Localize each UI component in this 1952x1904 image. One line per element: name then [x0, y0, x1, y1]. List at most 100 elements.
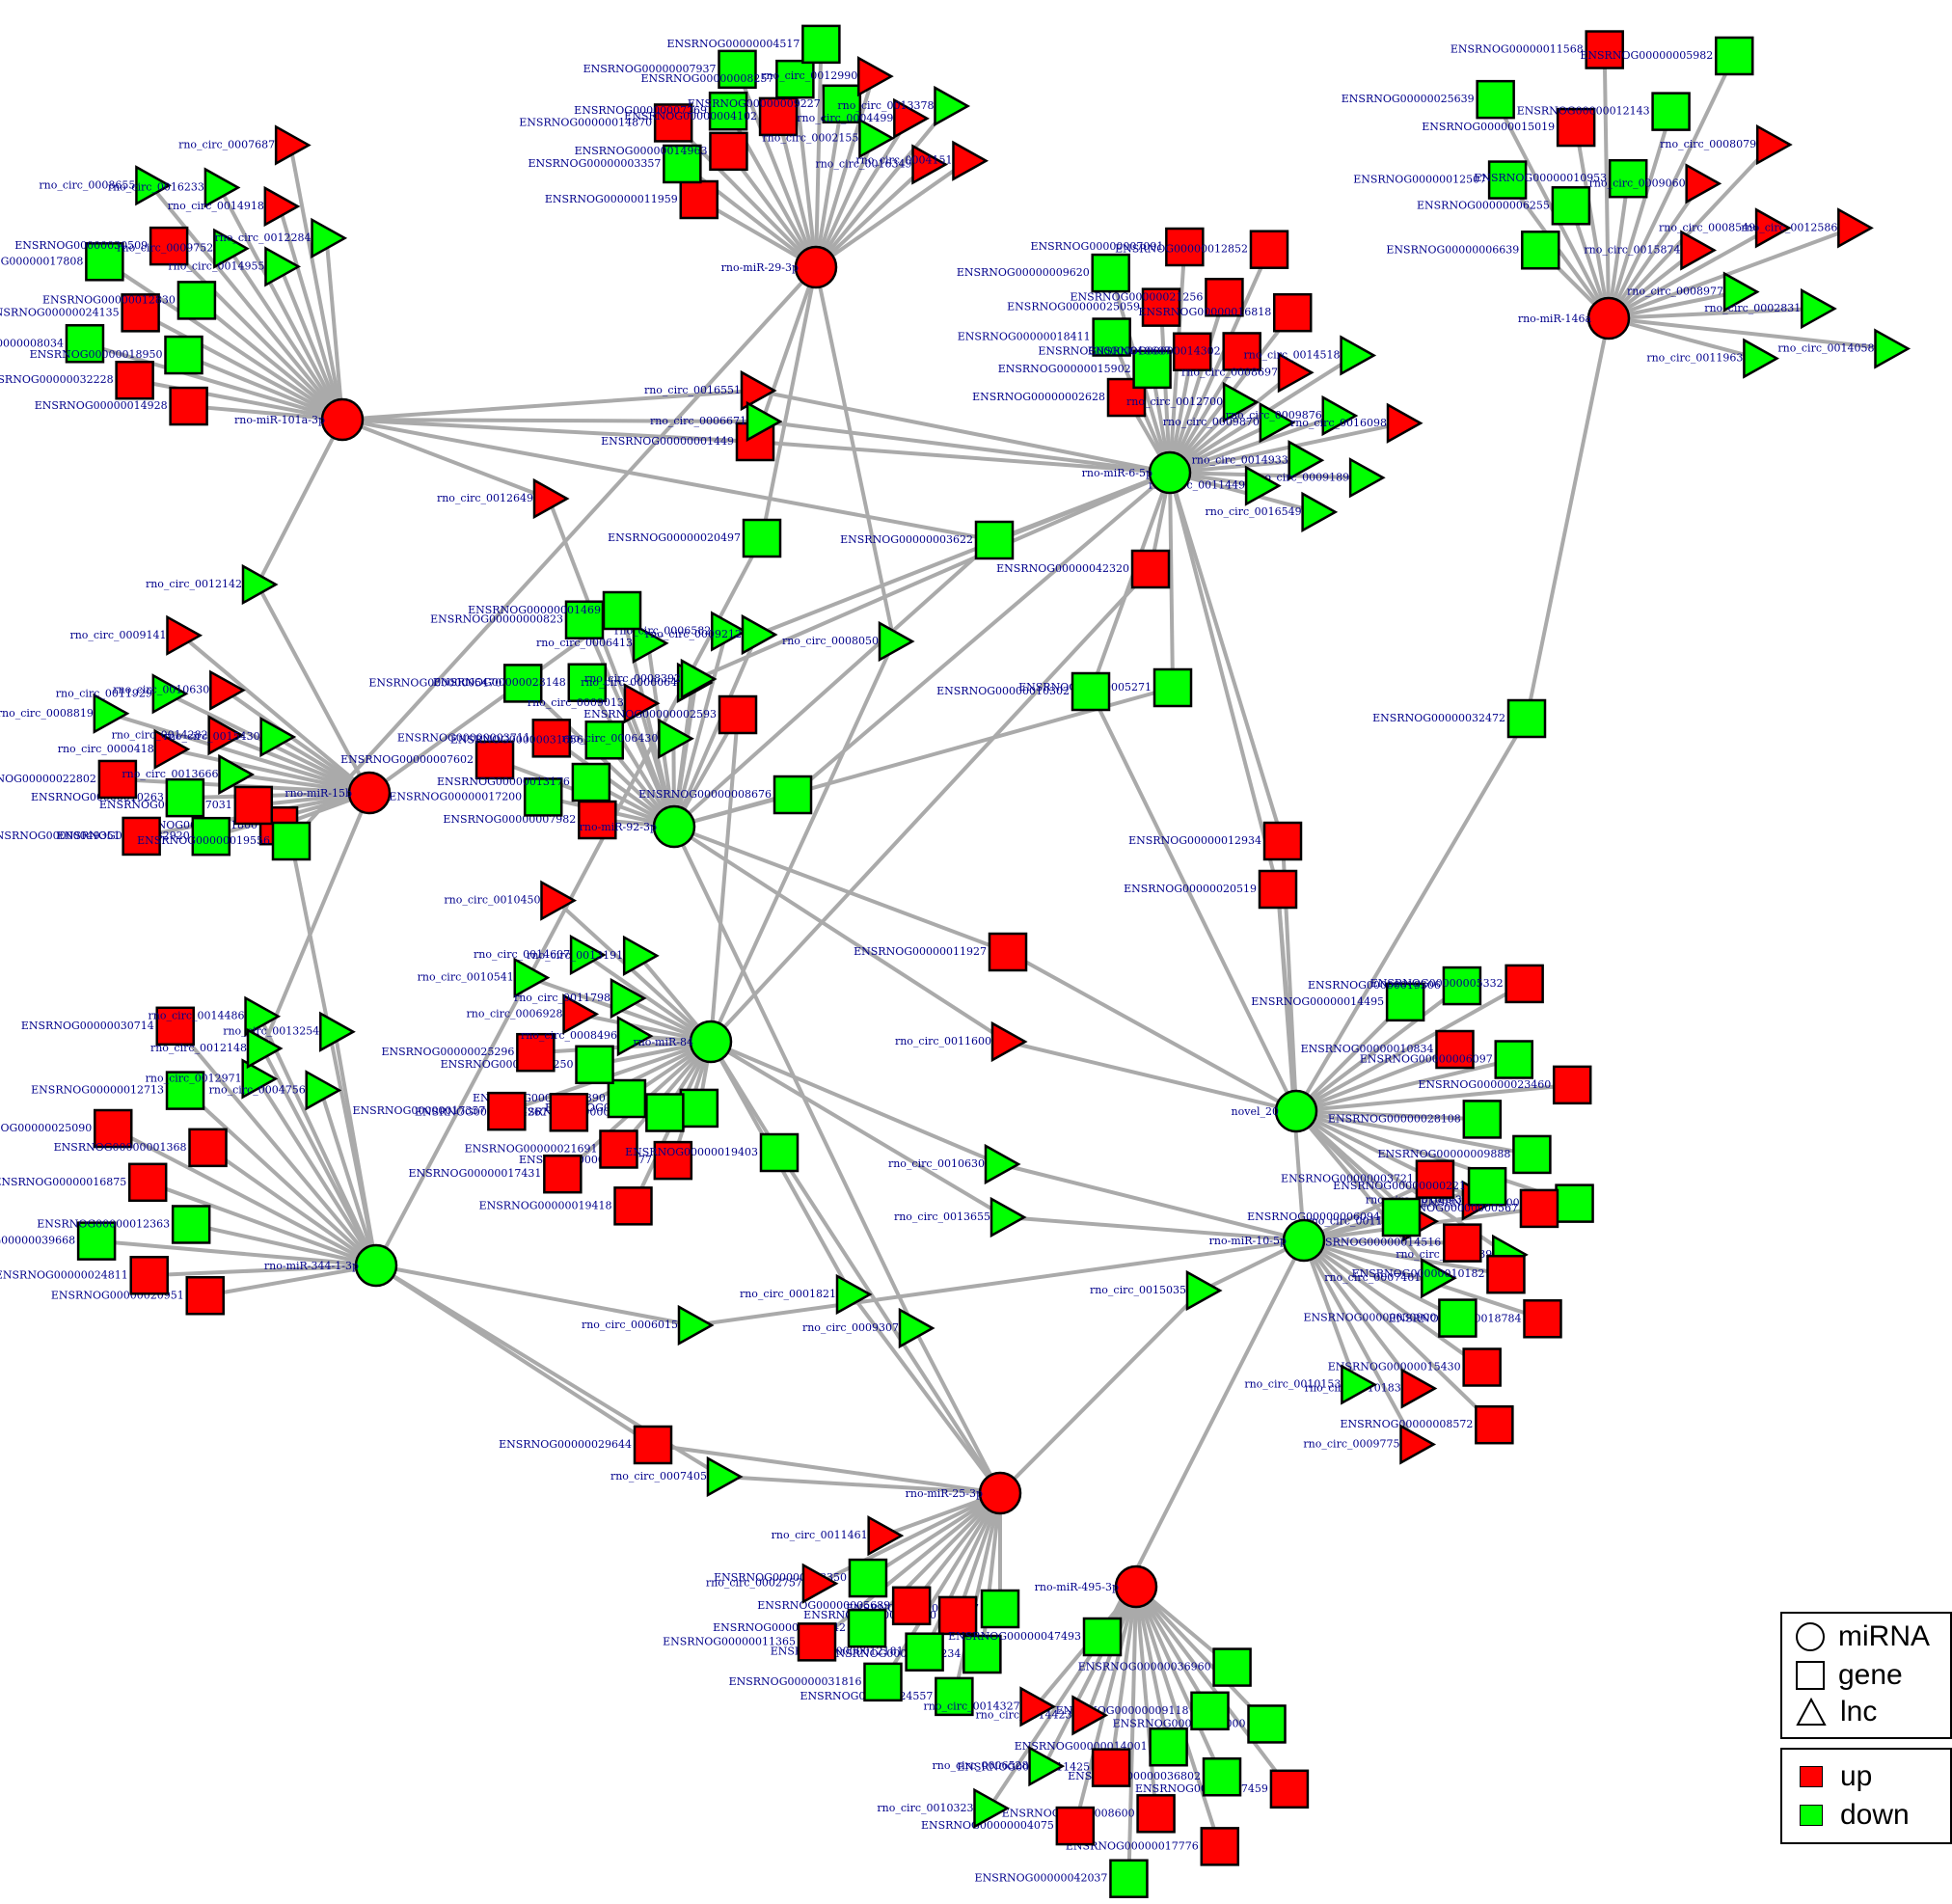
triangle-icon: [151, 673, 189, 715]
node-label: rno_circ_0008819: [0, 707, 94, 720]
network-edge: [709, 567, 1152, 1044]
triangle-icon: [616, 1016, 654, 1057]
network-edge: [224, 689, 371, 795]
satellite-gene-node: ENSRNOG00000011568: [1450, 30, 1624, 69]
satellite-gene-node: ENSRNOG00000014495: [1251, 982, 1425, 1022]
network-edge: [103, 259, 344, 422]
network-edge: [922, 1492, 1002, 1653]
square-icon: [822, 84, 862, 124]
node-label: ENSRNOG00000001368: [54, 1141, 187, 1154]
node-label: rno-miR-146a: [1518, 313, 1592, 325]
triangle-icon: [244, 995, 282, 1037]
satellite-lnc-node: rno_circ_0008549: [1659, 207, 1792, 249]
satellite-gene-node: ENSRNOG00000025296: [381, 1032, 556, 1073]
network-edge: [547, 498, 676, 828]
square-icon: [653, 103, 693, 143]
node-label: ENSRNOG00000014870: [519, 116, 652, 128]
network-edge: [866, 1491, 1002, 1580]
triangle-icon: [207, 715, 245, 756]
node-label: rno-miR-6-5p: [1082, 467, 1152, 479]
network-edge: [777, 1151, 1002, 1495]
square-icon: [1551, 186, 1591, 226]
network-edge: [1608, 316, 1759, 361]
node-label: rno_circ_0012284: [214, 231, 311, 244]
node-label: rno_circ_0001821: [740, 1288, 836, 1300]
node-label: rno_circ_0014327: [924, 1700, 1020, 1712]
satellite-lnc-node: rno_circ_0006430: [561, 718, 694, 759]
network-edge: [817, 1491, 1001, 1586]
square-icon: [129, 1256, 169, 1295]
node-label: ENSRNOG00000006639: [1386, 243, 1519, 256]
network-edge: [227, 247, 344, 422]
legend-node-types: miRNA gene lnc: [1780, 1612, 1952, 1739]
network-edge: [585, 681, 676, 829]
network-edge: [709, 714, 740, 1043]
triangle-icon: [1341, 1364, 1377, 1405]
shared-target-lnc-node: rno_circ_0012649: [437, 477, 570, 520]
square-icon: [564, 600, 605, 639]
node-label: rno_circ_0011798: [514, 992, 610, 1004]
satellite-gene-node: ENSRNOG00000006639: [1386, 231, 1560, 270]
node-label: ENSRNOG00000025296: [381, 1046, 514, 1058]
node-label: ENSRNOG00000021256: [1071, 290, 1204, 303]
satellite-lnc-node: rno_circ_0004151: [855, 140, 990, 181]
satellite-gene-node: ENSRNOG00000017776: [1066, 1827, 1240, 1866]
network-edge: [814, 75, 876, 268]
satellite-gene-node: ENSRNOG00000007937: [583, 49, 757, 90]
node-label: ENSRNOG00000015902: [998, 363, 1131, 375]
satellite-gene-node: ENSRNOG00000018411: [958, 317, 1131, 357]
shared-target-lnc-node: rno_circ_0016551: [644, 369, 777, 412]
network-edge: [672, 826, 916, 1329]
triangle-icon: [218, 753, 256, 796]
network-edge: [258, 1015, 378, 1266]
satellite-gene-node: ENSRNOG00000010834: [1301, 1029, 1475, 1070]
triangle-icon: [532, 477, 570, 520]
node-label: ENSRNOG00000019306: [1308, 979, 1441, 992]
mirna-hub-node: rno-miR-92-3p: [580, 804, 696, 849]
mirna-hub-node: novel_20: [1232, 1089, 1318, 1133]
triangle-icon: [1222, 381, 1260, 423]
satellite-gene-node: ENSRNOG00000006097: [1360, 1040, 1533, 1079]
node-label: ENSRNOG00000001449: [601, 435, 734, 448]
network-edge: [1607, 55, 1737, 319]
satellite-lnc-node: rno_circ_0008496: [521, 1016, 654, 1057]
network-edge: [672, 631, 729, 828]
node-label: ENSRNOG00000014495: [1251, 995, 1384, 1008]
square-icon: [185, 1276, 225, 1316]
satellite-gene-node: ENSRNOG00000014928: [35, 386, 208, 426]
satellite-gene-node: ENSRNOG00000015902: [998, 349, 1172, 390]
square-icon: [633, 1425, 673, 1465]
triangle-icon: [623, 683, 661, 724]
network-edge: [550, 736, 676, 829]
network-edge: [1134, 1586, 1224, 1779]
node-label: ENSRNOG00000005689: [757, 1599, 890, 1612]
square-icon: [1165, 227, 1205, 267]
legend-label-lnc: lnc: [1840, 1696, 1878, 1727]
square-icon: [93, 1108, 133, 1149]
square-icon: [127, 1162, 168, 1203]
network-edge: [278, 265, 344, 421]
network-edge: [333, 1031, 378, 1266]
satellite-lnc-node: rno_circ_0014486: [148, 995, 282, 1037]
shared-target-gene-node: ENSRNOG00000003622: [840, 520, 1015, 560]
square-icon: [848, 1558, 888, 1598]
shared-target-lnc-node: rno_circ_0009212: [645, 613, 778, 656]
satellite-gene-node: ENSRNOG00000000221: [1333, 1166, 1507, 1207]
network-edge: [672, 682, 695, 828]
network-edge: [952, 1492, 1002, 1698]
network-edge: [1007, 950, 1297, 1113]
node-label: ENSRNOG00000036960: [1078, 1661, 1211, 1673]
node-label: ENSRNOG00000012852: [1115, 243, 1248, 256]
node-label: ENSRNOG00000031816: [729, 1675, 862, 1688]
network-edge: [341, 418, 763, 423]
satellite-lnc-node: rno_circ_0013191: [527, 935, 660, 976]
square-icon: [1385, 982, 1425, 1022]
node-label: ENSRNOG00000015430: [1328, 1360, 1461, 1373]
satellite-gene-node: ENSRNOG00000030509: [14, 226, 189, 266]
node-label: ENSRNOG00000007269: [574, 104, 707, 117]
triangle-icon: [835, 1273, 873, 1316]
triangle-icon: [746, 400, 783, 443]
satellite-gene-node: ENSRNOG00000031816: [729, 1662, 903, 1702]
network-edge: [709, 640, 896, 1043]
node-label: rno_circ_0014486: [148, 1010, 244, 1022]
